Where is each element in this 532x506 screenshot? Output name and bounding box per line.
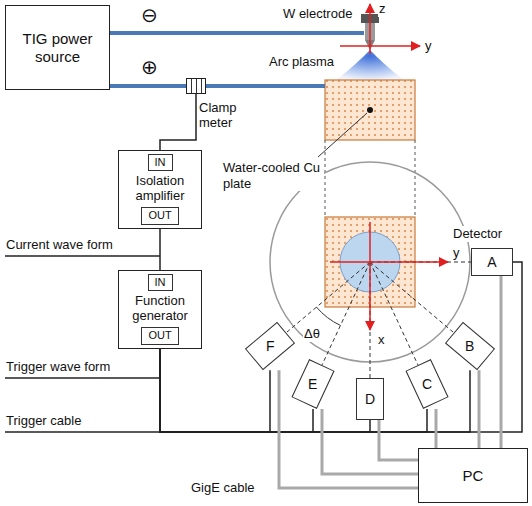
gige-cable — [379, 420, 418, 460]
part-label: Detector — [452, 226, 503, 242]
detector-box: A — [471, 248, 513, 276]
box-label: Function generator — [123, 294, 197, 324]
detector-box: C — [405, 359, 448, 409]
axis-label: y — [424, 38, 433, 54]
signal-tap — [5, 255, 160, 257]
y-axis — [330, 261, 448, 263]
detector-box: E — [291, 359, 334, 409]
detector-box: B — [445, 322, 495, 370]
detector-letter: A — [487, 254, 496, 270]
signal-tap — [5, 377, 160, 379]
box-label: Isolation amplifier — [123, 174, 197, 204]
power-cable — [110, 84, 186, 88]
gige-cable — [500, 276, 503, 448]
axis-label: x — [377, 332, 386, 348]
signal-label: Current wave form — [5, 237, 114, 253]
trigger-cable — [5, 431, 160, 433]
plate-center — [367, 107, 373, 113]
polarity-symbol: ⊖ — [140, 4, 159, 26]
cu-plate-side — [325, 80, 415, 140]
port-label: IN — [148, 274, 173, 291]
trigger-cable — [160, 349, 313, 432]
port-label: OUT — [141, 327, 178, 344]
angle-label: Δθ — [303, 326, 321, 342]
trigger-cable — [160, 262, 522, 432]
power-cable — [110, 31, 364, 35]
generator-box: Function generator IN OUT — [118, 270, 202, 349]
amplifier-box: Isolation amplifier IN OUT — [118, 150, 202, 229]
signal-label: GigE cable — [190, 480, 256, 496]
axis-label: z — [378, 1, 387, 17]
part-label: W electrode — [282, 6, 353, 22]
signal-label: Trigger wave form — [5, 359, 111, 375]
detector-letter: B — [465, 338, 474, 354]
detector-box: F — [245, 322, 295, 370]
signal-cable — [160, 94, 196, 150]
signal-label: Trigger cable — [5, 413, 82, 429]
gige-cable — [478, 370, 481, 448]
angle-arc — [316, 307, 340, 325]
box-label: PC — [463, 467, 484, 485]
projection-line — [325, 140, 326, 217]
clamp-meter: Clamp meter — [186, 78, 206, 94]
signal-cable — [159, 229, 161, 270]
part-label: Arc plasma — [268, 54, 335, 70]
polarity-symbol: ⊕ — [140, 56, 159, 78]
detector-letter: D — [365, 391, 375, 407]
detector-letter: C — [422, 376, 432, 392]
y-axis — [340, 45, 420, 47]
trigger-cable — [160, 349, 427, 432]
trigger-cable — [160, 349, 270, 432]
port-label: IN — [148, 154, 173, 171]
port-label: OUT — [141, 207, 178, 224]
detector-letter: F — [266, 338, 275, 354]
detector-box: D — [356, 378, 384, 420]
power-source-box: TIG power source — [5, 5, 110, 90]
box-label: Clamp meter — [199, 101, 253, 131]
projection-line — [415, 140, 416, 217]
arc-plasma — [336, 50, 404, 80]
leader-line — [318, 113, 367, 157]
x-axis — [369, 222, 371, 330]
power-cable — [206, 84, 325, 88]
axis-label: y — [452, 245, 461, 261]
trigger-cable — [160, 349, 470, 432]
box-label: TIG power source — [10, 30, 105, 66]
gige-cable — [435, 409, 438, 448]
detector-letter: E — [308, 376, 317, 392]
part-label: Water-cooled Cu plate — [222, 160, 324, 191]
computer-box: PC — [418, 448, 528, 503]
